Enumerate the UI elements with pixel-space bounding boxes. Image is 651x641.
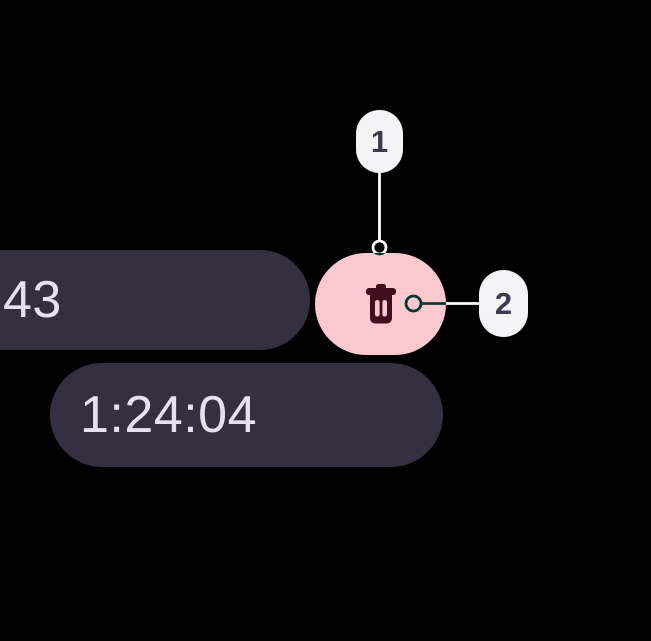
delete-timer-button[interactable]: [315, 253, 446, 355]
timer-time-chip[interactable]: 1:24:04: [50, 363, 443, 467]
callout-1-label: 1: [370, 123, 389, 159]
timer-time-chip[interactable]: 43: [0, 250, 310, 350]
trash-icon: [365, 284, 396, 324]
callout-1-badge: 1: [356, 110, 403, 173]
callout-2-label: 2: [494, 285, 513, 321]
timer-time-label: 43: [3, 271, 62, 329]
timer-time-label: 1:24:04: [80, 386, 257, 444]
callout-2-badge: 2: [479, 270, 528, 337]
